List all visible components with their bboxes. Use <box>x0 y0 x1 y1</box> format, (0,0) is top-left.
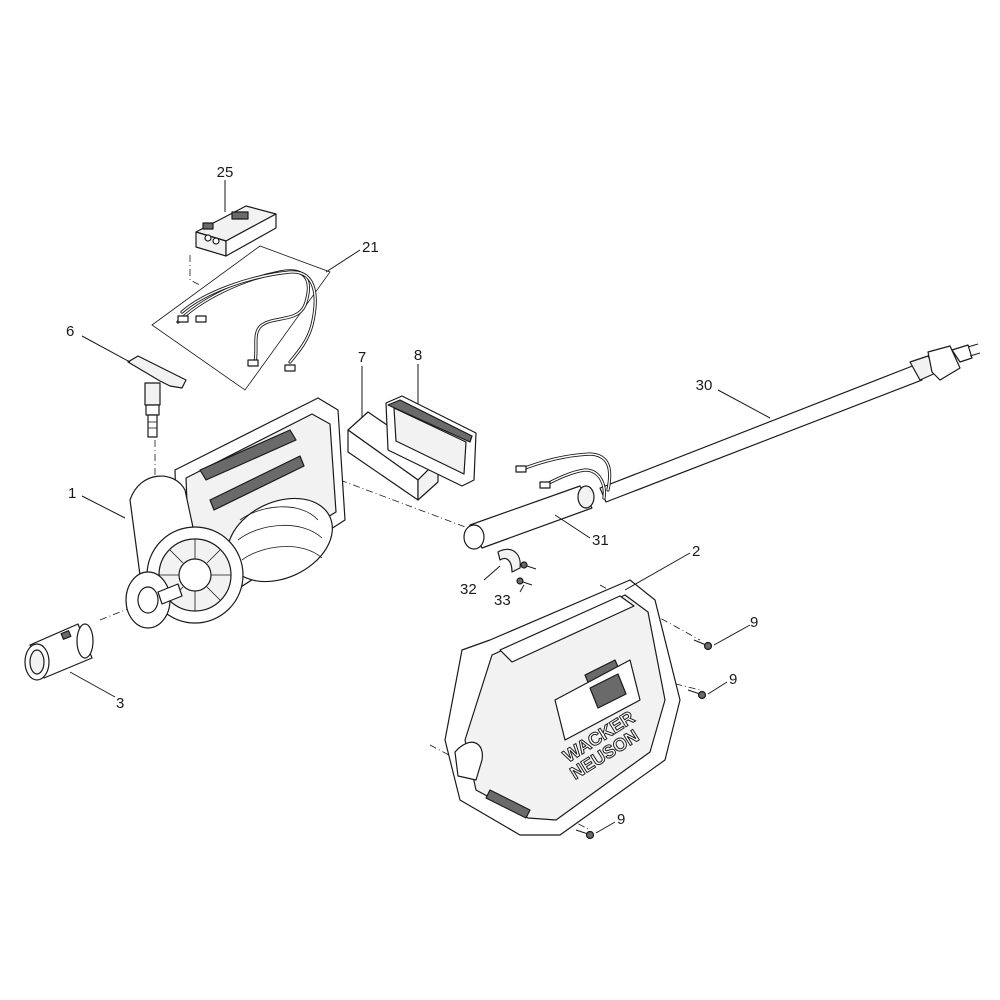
callout-9-upper: 9 <box>750 614 758 631</box>
part-3-coupling-sleeve <box>24 623 94 681</box>
part-6-t-handle <box>127 355 187 438</box>
callout-25: 25 <box>217 164 234 181</box>
callout-8: 8 <box>414 347 422 364</box>
callout-7: 7 <box>358 349 366 366</box>
callout-numbers: 25 21 6 7 8 30 1 31 2 32 33 9 9 9 3 <box>66 164 758 828</box>
part-32-clamp <box>497 548 521 573</box>
callout-33: 33 <box>494 592 511 609</box>
callout-2: 2 <box>692 543 700 560</box>
callout-9-middle: 9 <box>729 671 737 688</box>
callout-21: 21 <box>362 239 379 256</box>
callout-31: 31 <box>592 532 609 549</box>
part-31-cable-gland <box>463 452 612 550</box>
part-33-screws <box>516 561 537 586</box>
callout-1: 1 <box>68 485 76 502</box>
part-25-switch <box>195 205 277 257</box>
part-21-wiring-harness <box>151 245 331 391</box>
part-2-housing: WACKER NEUSON <box>444 579 681 836</box>
callout-9-lower: 9 <box>617 811 625 828</box>
part-8-filter-frame <box>385 395 477 487</box>
callout-leaders <box>69 180 771 834</box>
part-9-screws <box>575 639 713 840</box>
callout-3: 3 <box>116 695 124 712</box>
callout-6: 6 <box>66 323 74 340</box>
callout-30: 30 <box>696 377 713 394</box>
part-1-motor-assembly <box>125 397 346 629</box>
part-30-power-cable <box>599 343 981 503</box>
callout-32: 32 <box>460 581 477 598</box>
